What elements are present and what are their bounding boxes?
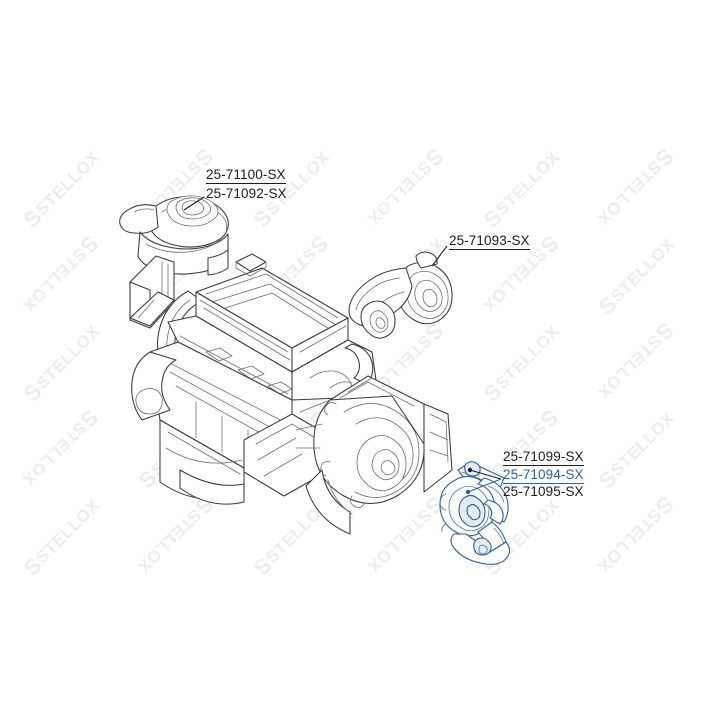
- part-number-label[interactable]: 25-71092-SX: [206, 186, 287, 201]
- leader-dot-blue: [465, 489, 471, 495]
- left-engine-mount-drawing: [119, 195, 229, 329]
- part-number-label[interactable]: 25-71099-SX: [503, 449, 584, 466]
- torque-rod-drawing: [348, 251, 453, 339]
- part-number-label[interactable]: 25-71100-SX: [206, 167, 286, 184]
- leader-bracket-blue: [467, 478, 502, 493]
- rear-engine-mount-bracket-drawing: [439, 461, 511, 565]
- transmission-assembly-drawing: [295, 375, 453, 535]
- leader-bracket-dark: [469, 469, 502, 480]
- leader-torque-rod: [431, 245, 448, 267]
- part-number-label[interactable]: 25-71093-SX: [449, 233, 530, 250]
- part-number-label[interactable]: 25-71094-SX: [503, 467, 584, 484]
- part-number-label[interactable]: 25-71095-SX: [503, 484, 584, 499]
- leader-lines: [183, 196, 502, 495]
- leader-dot-dark: [467, 467, 473, 473]
- leader-left-mount: [183, 196, 205, 211]
